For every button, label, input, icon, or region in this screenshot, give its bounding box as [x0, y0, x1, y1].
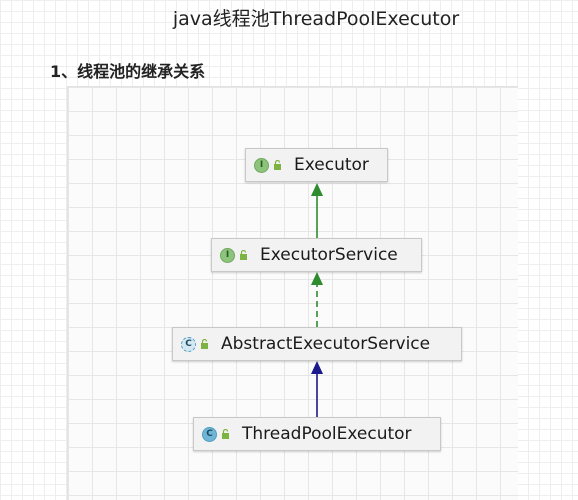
section-heading: 1、线程池的继承关系: [50, 62, 206, 81]
node-label: ExecutorService: [260, 245, 398, 265]
node-label: ThreadPoolExecutor: [242, 424, 412, 444]
node-label: AbstractExecutorService: [221, 334, 431, 354]
class-node-executor-service[interactable]: I ExecutorService: [211, 238, 422, 272]
class-node-executor[interactable]: I Executor: [245, 148, 388, 182]
page-title: java线程池ThreadPoolExecutor: [172, 8, 460, 30]
class-node-abstract-executor-service[interactable]: C AbstractExecutorService: [172, 327, 462, 361]
lock-icon: [221, 429, 230, 439]
interface-icon: I: [254, 157, 269, 173]
lock-icon: [239, 250, 248, 260]
lock-icon: [200, 339, 209, 349]
class-icon: C: [202, 426, 217, 442]
class-node-thread-pool-executor[interactable]: C ThreadPoolExecutor: [193, 417, 441, 451]
lock-icon: [273, 160, 282, 170]
abstract-class-icon: C: [181, 336, 196, 352]
node-label: Executor: [294, 155, 369, 175]
interface-icon: I: [220, 247, 235, 263]
